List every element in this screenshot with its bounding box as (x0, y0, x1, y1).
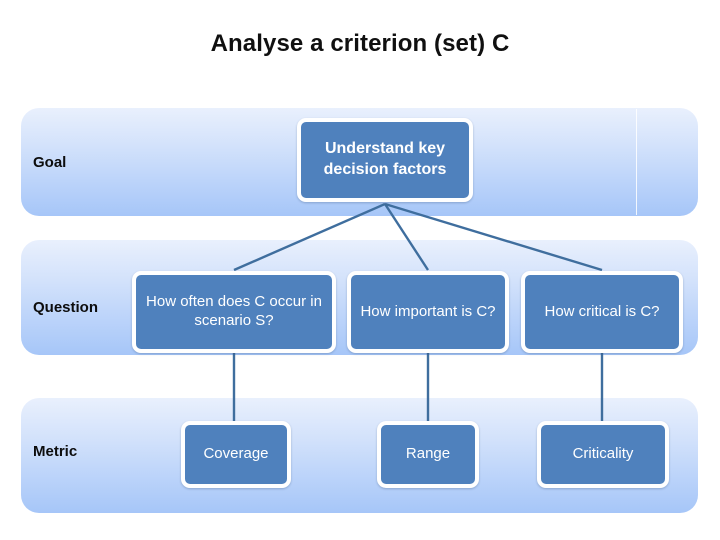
row-label-metric: Metric (33, 443, 78, 460)
node-metric-coverage[interactable]: Coverage (181, 421, 291, 488)
node-goal-understand-key-decision-factors[interactable]: Understand key decision factors (297, 118, 473, 202)
goal-band-divider (636, 109, 637, 215)
row-label-goal: Goal (33, 154, 67, 171)
node-metric-criticality[interactable]: Criticality (537, 421, 669, 488)
node-metric-range[interactable]: Range (377, 421, 479, 488)
row-label-question: Question (33, 299, 99, 316)
node-question-how-often[interactable]: How often does C occur in scenario S? (132, 271, 336, 353)
page-title: Analyse a criterion (set) C (210, 30, 510, 57)
node-question-how-important[interactable]: How important is C? (347, 271, 509, 353)
question-band-hairline (552, 372, 684, 373)
node-question-how-critical[interactable]: How critical is C? (521, 271, 683, 353)
